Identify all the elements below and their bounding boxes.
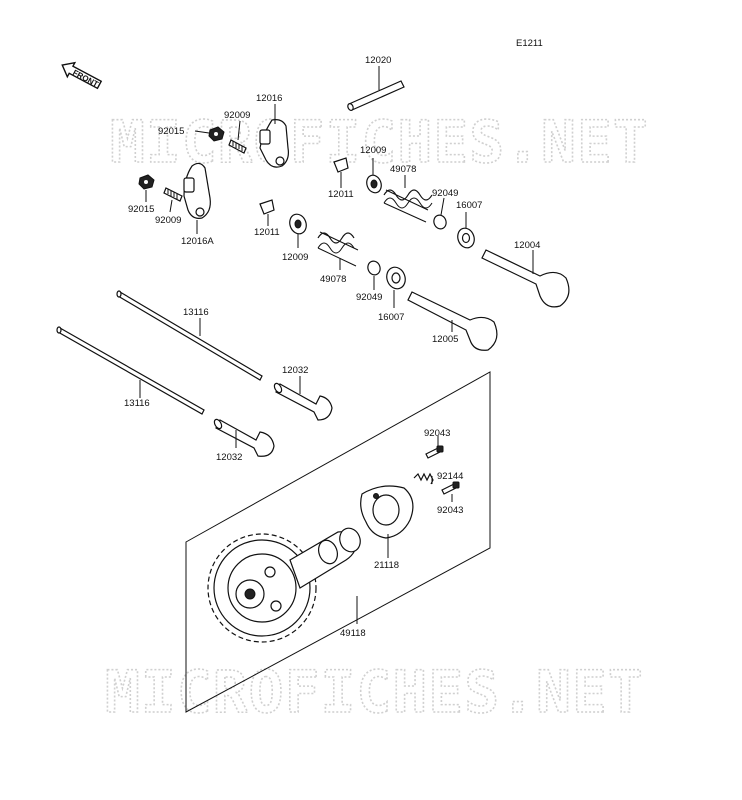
valve-train-upper: 12011 12009 49078 92049 16007 12004 (328, 145, 570, 308)
label-12009-lower: 12009 (282, 252, 308, 263)
label-13116-upper: 13116 (183, 307, 209, 318)
label-12011-upper: 12011 (328, 189, 354, 200)
decompressor-assembly: 21118 92144 92043 92043 (360, 428, 463, 571)
label-12032-lower: 12032 (216, 452, 242, 463)
front-arrow-icon: FRONT (61, 61, 103, 90)
label-13116-lower: 13116 (124, 398, 150, 409)
label-92049-upper: 92049 (432, 188, 458, 199)
label-92144: 92144 (437, 471, 463, 482)
watermark-bottom: MICROFICHES.NET (105, 658, 644, 726)
camshaft-gear: 49118 (207, 527, 366, 643)
label-21118: 21118 (374, 560, 399, 571)
label-49078-lower: 49078 (320, 274, 346, 285)
label-12005: 12005 (432, 334, 458, 345)
label-92043-upper: 92043 (424, 428, 450, 439)
tappets: 12032 12032 (213, 365, 333, 463)
label-92015-upper: 92015 (158, 126, 184, 137)
label-12004: 12004 (514, 240, 540, 251)
label-92009-upper: 92009 (224, 110, 250, 121)
label-12020: 12020 (365, 55, 391, 66)
label-92049-lower: 92049 (356, 292, 382, 303)
label-49078-upper: 49078 (390, 164, 416, 175)
label-12016A: 12016A (181, 236, 214, 247)
rocker-arm-lower: 12016A 92009 92015 (128, 162, 214, 247)
camshaft-assembly-outline (185, 371, 491, 713)
rocker-shaft: 12020 (347, 55, 405, 111)
label-92043-lower: 92043 (437, 505, 463, 516)
valve-train-lower: 12011 12009 49078 92049 16007 12005 (254, 199, 498, 351)
label-12011-lower: 12011 (254, 227, 280, 238)
label-92009-lower: 92009 (155, 215, 181, 226)
push-rods: 13116 13116 (56, 290, 263, 415)
label-12009-upper: 12009 (360, 145, 386, 156)
label-92015-lower: 92015 (128, 204, 154, 215)
front-label: FRONT (71, 68, 100, 89)
label-12032-upper: 12032 (282, 365, 308, 376)
label-16007-lower: 16007 (378, 312, 404, 323)
label-12016: 12016 (256, 93, 282, 104)
watermark-top: MICROFICHES.NET (110, 108, 649, 176)
label-49118: 49118 (340, 628, 366, 639)
diagram-code: E1211 (516, 38, 543, 49)
label-16007-upper: 16007 (456, 200, 482, 211)
rocker-arm-upper: 12016 92009 92015 (158, 93, 289, 168)
